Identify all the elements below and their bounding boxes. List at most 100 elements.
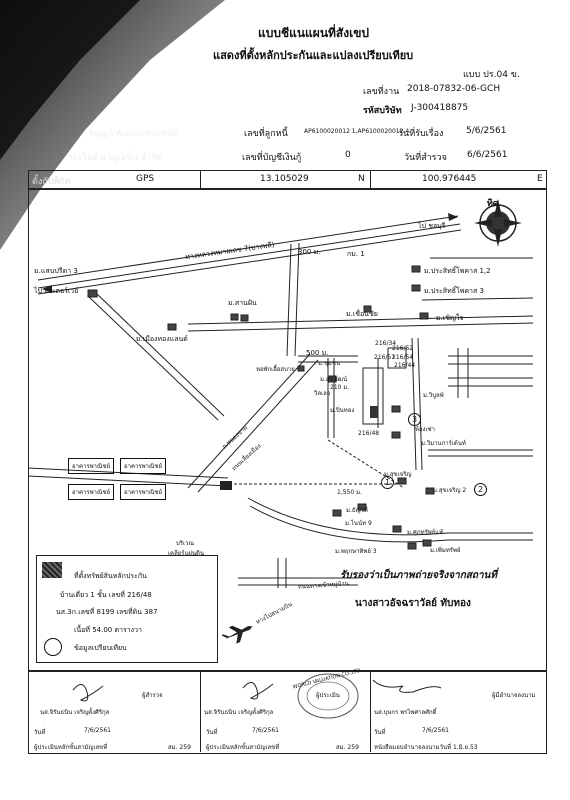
received-date: 5/6/2561 — [466, 126, 507, 136]
col1-role: ผู้สำรวจ — [142, 692, 163, 699]
col1-name: นส.จิรันธนิน เจริญตั้งศิริกุล — [40, 709, 110, 716]
col2-role: ผู้ประเมิน — [316, 692, 340, 699]
airplane-icon — [221, 625, 253, 644]
moo-san: ม.สานฝัน — [228, 299, 257, 307]
company-code-label: รหัสบริษัท — [363, 106, 402, 116]
gps-row — [28, 170, 547, 190]
debtor-no: AP6100020012 1,AP6100020012 4 — [304, 128, 410, 135]
account-no-label: เลขที่บัญชีเงินกู้ — [242, 153, 302, 163]
moo-prasit12: ม.ประสิทธิ์โพคาส 1,2 — [424, 267, 491, 275]
vill-label: วิลเลจ — [314, 390, 331, 397]
account-no: 0 — [345, 150, 351, 160]
document-title: แบบชีแนแผนที่สังเขป — [258, 26, 370, 40]
col3-footer: หนังสือมอบอำนาจลงนามวันที่ 1.มิ.ย.53 — [374, 744, 478, 751]
moo-nimit: ม.เพิ่มทรัพย์ — [430, 547, 461, 554]
company-name: ท.เริลด์ แวลูเอชั่น จำกัด — [70, 153, 163, 163]
boriwan2: เคลียร์แผ่นดิน — [168, 550, 204, 557]
marker-1: 1 — [381, 476, 394, 489]
gps-label: ตั้งกับพิกัด — [32, 177, 71, 187]
moo-sap: ม.ศุภทรัพย์แท้ — [407, 529, 444, 536]
highway-7 — [37, 215, 462, 295]
certification-name: นางสาวอัจฉราวัลย์ ทับทอง — [355, 598, 471, 609]
lot-216-51: 216/51 — [374, 354, 396, 361]
moo-chuenjai: ม.เชิญใจ — [436, 314, 464, 322]
legend-deed: นส.3ก.เลขที่ 8199 เลขที่ดิน 387 — [56, 608, 158, 616]
job-no-label: เลขที่งาน — [363, 87, 400, 97]
gps-lat-dir: N — [358, 174, 365, 184]
map-canvas — [28, 199, 534, 644]
gps-method: GPS — [136, 174, 155, 184]
form-code: แบบ ปร.04 ข. — [463, 70, 520, 80]
moo-wimon: ม.วิมานการ์เด้นท์ — [421, 440, 466, 447]
legend-address: บ้านเดี่ยว 1 ชั้น เลขที่ 216/48 — [60, 591, 152, 599]
moo-chueanchai: ม.เชื่อนชัย — [346, 310, 378, 318]
boriwan: บริเวณ — [176, 540, 195, 547]
km-300: 300 ม. — [298, 248, 321, 256]
job-no: 2018-07832-06-GCH — [407, 84, 501, 94]
gps-lat: 13.105029 — [260, 174, 309, 184]
col3-date: 7/6/2561 — [422, 727, 449, 734]
map-frame — [28, 188, 547, 672]
lot-216-34: 216/34 — [375, 340, 397, 347]
shophouse-1: อาคารพาณิชย์ — [68, 458, 115, 474]
owner-name: รัญญา พันสะแหละหมัด — [88, 129, 179, 139]
rent-house: ห้องเช่า — [415, 426, 435, 433]
col1-no: สม. 259 — [168, 744, 191, 751]
col2-date: 7/6/2561 — [252, 727, 279, 734]
legend-comparison-label: ข้อมูลเปรียบเทียบ — [74, 644, 127, 652]
gps-lon: 100.976445 — [422, 174, 477, 184]
col2-name: นส.จิรันธนิน เจริญตั้งศิริกุล — [204, 709, 274, 716]
to-bangkok: ไป มอเตอร์เวย์ — [34, 287, 79, 295]
shophouse-4: อาคารพาณิชย์ — [120, 484, 167, 500]
col2-no: สม. 259 — [336, 744, 359, 751]
col3-role: ผู้มีอำนาจลงนาม — [492, 692, 536, 699]
moo-sukhon: ม.สุขพัฒน์ — [320, 376, 348, 383]
water-label: หอพักเอื้อสบาย — [256, 366, 295, 373]
survey-label: วันที่สำรวจ — [404, 153, 447, 163]
shophouse-3: อาคารพาณิชย์ — [68, 484, 115, 500]
m500: 500 ม. — [306, 349, 329, 357]
received-label: วันที่รับเรื่อง — [398, 129, 444, 139]
moo-sukcharoen: ม.สุขเจริญ — [384, 471, 412, 478]
lot-216-52: 216/52 — [392, 345, 414, 352]
moo-pat3: ม.พฤกษาทิพย์ 3 — [335, 548, 377, 555]
lot-216-48: 216/48 — [358, 430, 380, 437]
col1-date: 7/6/2561 — [84, 727, 111, 734]
moo-prasit3: ม.ประสิทธิ์โพคาส 3 — [424, 287, 484, 295]
gps-lon-dir: E — [537, 174, 543, 184]
document-subtitle: แสดงที่ตั้งหลักประกันและแปลงเปรียบเทียบ — [213, 49, 414, 62]
market-label: ม.แสนปรีดา 3 — [34, 267, 78, 275]
debtor-no-label: เลขที่ลูกหนี้ — [244, 129, 288, 139]
marker-2: 2 — [474, 483, 487, 496]
comparison-legend-icon — [44, 638, 62, 656]
collateral-legend-icon — [42, 562, 62, 578]
certification-text: รับรองว่าเป็นภาพถ่ายจริงจากสถานที่ — [340, 570, 497, 581]
moo-tansak: ม.ธัญวดี — [346, 507, 368, 514]
lot-216-44: 216/44 — [394, 362, 416, 369]
moo-tanin: ม.ไนน์ท 9 — [345, 520, 372, 527]
col2-footer: ผู้ประเมินหลักขั้นสามัญเลขที่ — [206, 744, 280, 751]
legend-area: เนื้อที่ 54.00 ตารางวา — [74, 626, 142, 634]
to-chonburi: ไป ชลบุรี — [418, 222, 446, 230]
signature-scribbles — [72, 673, 442, 719]
compass — [474, 199, 522, 247]
col3-date-label: วันที่ — [374, 729, 386, 736]
m1550: 1,550 ม. — [337, 489, 362, 496]
soi-label: ม.ชุมชน — [318, 360, 341, 367]
company-code: J-300418875 — [411, 103, 469, 113]
col2-date-label: วันที่ — [206, 729, 218, 736]
m210: 210 ม. — [330, 384, 350, 391]
legend-box — [36, 555, 218, 663]
north-label: ทิศ — [487, 199, 499, 209]
moo-wibun: ม.วิบูลพ์ — [423, 392, 444, 399]
collateral-marker — [370, 406, 378, 418]
col1-footer: ผู้ประเมินหลักขั้นสามัญเลขที่ — [34, 744, 108, 751]
moo-muang: ม.เมืองทองแลนด์ — [136, 335, 188, 343]
moo-sukcharoen2: ม.สุขเจริญ 2 — [433, 487, 467, 494]
col1-date-label: วันที่ — [34, 729, 46, 736]
signature-table — [28, 670, 547, 754]
marker-3: 3 — [408, 413, 421, 426]
survey-date: 6/6/2561 — [467, 150, 508, 160]
km-1: กม. 1 — [347, 250, 365, 258]
shophouse-2: อาคารพาณิชย์ — [120, 458, 167, 474]
